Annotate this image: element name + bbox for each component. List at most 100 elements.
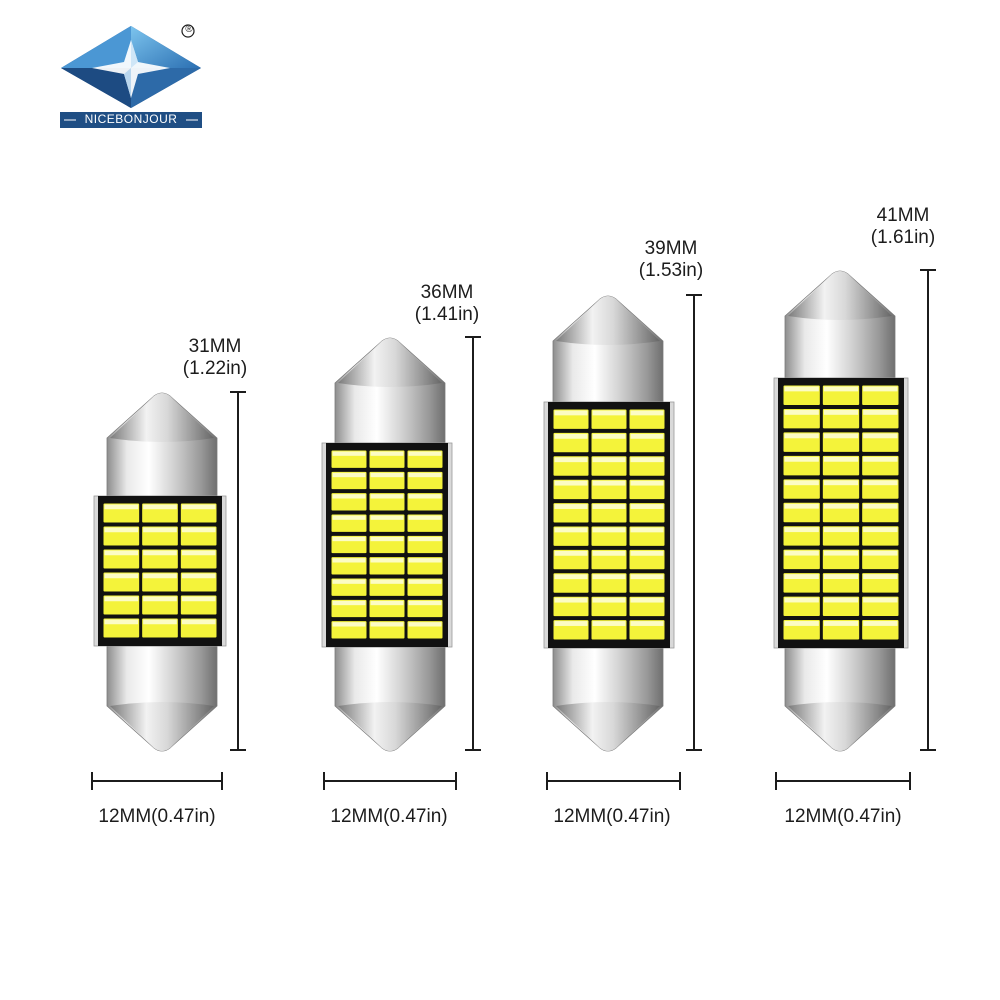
led-chip-highlight: [143, 550, 177, 556]
led-chip-highlight: [592, 504, 626, 509]
led-chip-highlight: [823, 621, 859, 626]
led-chip-highlight: [370, 472, 404, 478]
led-chip-highlight: [408, 536, 442, 542]
led-chip-highlight: [592, 527, 626, 533]
led-chip-highlight: [863, 574, 898, 579]
led-chip-highlight: [823, 527, 859, 533]
cap-cone: [556, 702, 660, 751]
cap-cone: [788, 271, 892, 320]
led-chip-highlight: [554, 574, 588, 580]
led-chip-highlight: [784, 597, 819, 603]
led-chip-highlight: [554, 433, 588, 439]
led-chip-highlight: [592, 597, 626, 603]
led-chip-highlight: [863, 480, 898, 486]
led-chip-highlight: [784, 433, 819, 439]
length-in: (1.41in): [414, 304, 480, 325]
led-chip-highlight: [332, 494, 366, 499]
length-mm: 41MM: [876, 205, 930, 226]
led-chip-highlight: [863, 597, 898, 603]
led-chip-highlight: [104, 527, 139, 533]
led-chip-highlight: [554, 410, 588, 416]
led-chip-highlight: [554, 457, 588, 463]
led-chip-highlight: [630, 433, 664, 439]
led-chip-highlight: [784, 480, 819, 486]
led-chip-highlight: [784, 621, 819, 626]
led-chip-highlight: [181, 573, 216, 579]
length-label: 39MM (1.53in): [628, 238, 714, 282]
led-chip-highlight: [592, 621, 626, 626]
led-chip-highlight: [332, 536, 366, 542]
cap-cone: [556, 296, 660, 345]
led-chip-highlight: [554, 504, 588, 509]
led-chip-highlight: [630, 504, 664, 509]
led-chip-highlight: [823, 574, 859, 579]
led-chip-highlight: [143, 573, 177, 579]
cap-cone: [338, 338, 442, 387]
led-chip-highlight: [181, 596, 216, 602]
led-chip-highlight: [332, 472, 366, 478]
led-chip-highlight: [332, 622, 366, 627]
led-chip-highlight: [823, 456, 859, 462]
led-chip-highlight: [863, 621, 898, 626]
led-chip-highlight: [784, 527, 819, 533]
cap-cone: [338, 702, 442, 751]
brand-logo: ® NICEBONJOUR: [58, 22, 204, 132]
led-chip-highlight: [408, 515, 442, 520]
led-chip-highlight: [592, 410, 626, 416]
led-chip-highlight: [408, 622, 442, 627]
led-chip-highlight: [408, 494, 442, 499]
led-chip-highlight: [863, 409, 898, 415]
led-chip-highlight: [554, 527, 588, 533]
led-chip-highlight: [823, 409, 859, 415]
led-chip-highlight: [370, 622, 404, 627]
led-chip-highlight: [104, 619, 139, 625]
led-chip-highlight: [823, 386, 859, 392]
width-label: 12MM(0.47in): [553, 806, 671, 827]
length-label: 31MM (1.22in): [172, 336, 258, 380]
led-chip-highlight: [181, 619, 216, 625]
led-chip-highlight: [332, 515, 366, 520]
led-chip-highlight: [823, 503, 859, 509]
led-chip-highlight: [104, 573, 139, 579]
led-chip-highlight: [370, 558, 404, 563]
led-chip-highlight: [630, 574, 664, 580]
led-chip-highlight: [823, 433, 859, 439]
led-chip-highlight: [863, 456, 898, 462]
led-chip-highlight: [863, 503, 898, 509]
led-chip-highlight: [863, 433, 898, 439]
led-chip-highlight: [630, 457, 664, 463]
led-chip-highlight: [784, 456, 819, 462]
led-chip-highlight: [370, 494, 404, 499]
cap-cone: [110, 702, 214, 751]
led-chip-highlight: [370, 451, 404, 456]
width-label: 12MM(0.47in): [784, 806, 902, 827]
led-chip-highlight: [784, 386, 819, 392]
led-chip-highlight: [592, 433, 626, 439]
length-mm: 39MM: [644, 238, 698, 259]
length-in: (1.53in): [638, 260, 704, 281]
led-chip-highlight: [554, 597, 588, 603]
led-chip-highlight: [630, 550, 664, 556]
led-chip-highlight: [592, 480, 626, 486]
length-in: (1.61in): [870, 227, 936, 248]
length-mm: 31MM: [188, 336, 242, 357]
width-label: 12MM(0.47in): [98, 806, 216, 827]
brand-name: NICEBONJOUR: [84, 112, 178, 126]
width-label: 12MM(0.47in): [330, 806, 448, 827]
led-chip-highlight: [408, 451, 442, 456]
led-chip-highlight: [784, 574, 819, 579]
led-chip-highlight: [630, 621, 664, 626]
length-label: 36MM (1.41in): [404, 282, 490, 326]
led-chip-highlight: [408, 600, 442, 606]
led-chip-highlight: [332, 558, 366, 563]
led-chip-highlight: [823, 480, 859, 486]
led-chip-highlight: [370, 600, 404, 606]
led-chip-highlight: [181, 527, 216, 533]
led-chip-highlight: [592, 550, 626, 556]
length-label: 41MM (1.61in): [860, 205, 946, 249]
led-chip-highlight: [370, 579, 404, 584]
led-chip-highlight: [332, 600, 366, 606]
led-chip-highlight: [863, 550, 898, 556]
led-chip-highlight: [554, 621, 588, 626]
